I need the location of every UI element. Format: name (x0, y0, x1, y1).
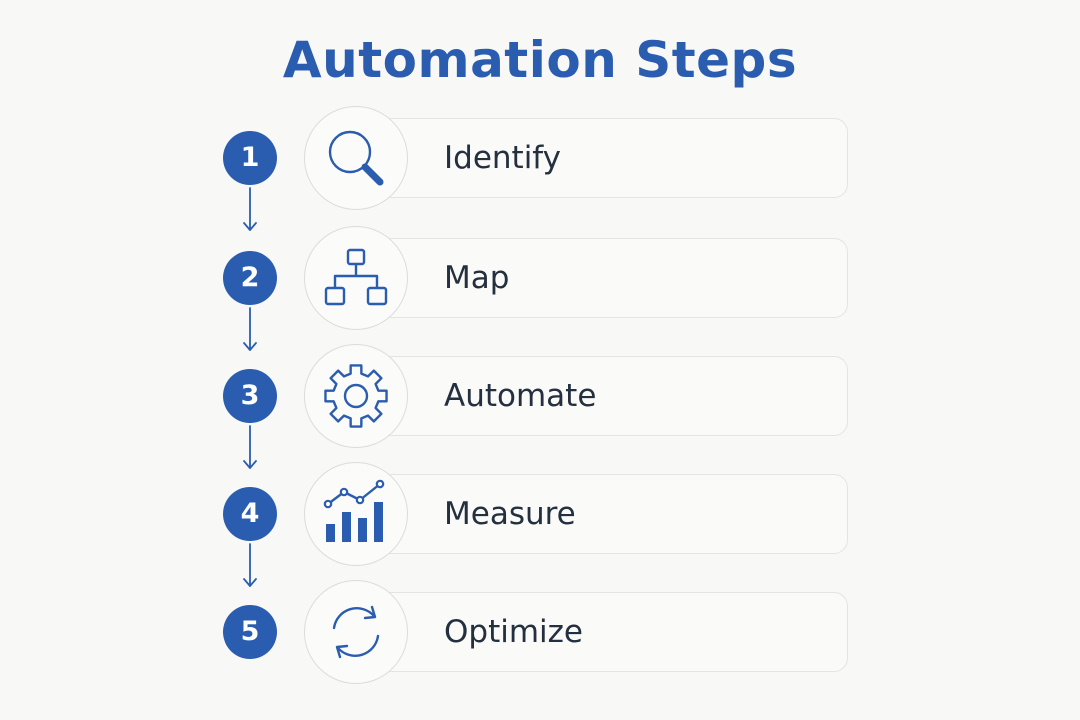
step-number: 5 (223, 605, 277, 659)
down-arrow-icon (243, 307, 257, 351)
step-label: Identify (444, 140, 562, 176)
step-measure: Measure 4 (0, 462, 1080, 568)
icon-badge (304, 106, 408, 210)
magnifier-icon (328, 130, 384, 186)
step-number: 3 (223, 369, 277, 423)
step-number: 4 (223, 487, 277, 541)
step-card (358, 474, 848, 554)
step-label: Automate (444, 378, 597, 414)
step-label: Map (444, 260, 510, 296)
icon-badge (304, 226, 408, 330)
step-card (358, 592, 848, 672)
step-optimize: Optimize 5 (0, 580, 1080, 686)
step-number: 2 (223, 251, 277, 305)
step-automate: Automate 3 (0, 344, 1080, 450)
down-arrow-icon (243, 187, 257, 231)
step-number: 1 (223, 131, 277, 185)
icon-badge (304, 580, 408, 684)
diagram-title: Automation Steps (282, 31, 798, 89)
bar-chart-icon (323, 479, 385, 542)
step-identify: Identify 1 (0, 106, 1080, 212)
step-map: Map 2 (0, 226, 1080, 332)
step-label: Optimize (444, 614, 584, 650)
gear-icon (324, 364, 388, 428)
step-card (358, 238, 848, 318)
down-arrow-icon (243, 543, 257, 587)
flowchart-icon (324, 248, 388, 306)
icon-badge (304, 462, 408, 566)
step-label: Measure (444, 496, 576, 532)
refresh-icon (332, 605, 380, 659)
icon-badge (304, 344, 408, 448)
step-card (358, 118, 848, 198)
down-arrow-icon (243, 425, 257, 469)
step-card (358, 356, 848, 436)
